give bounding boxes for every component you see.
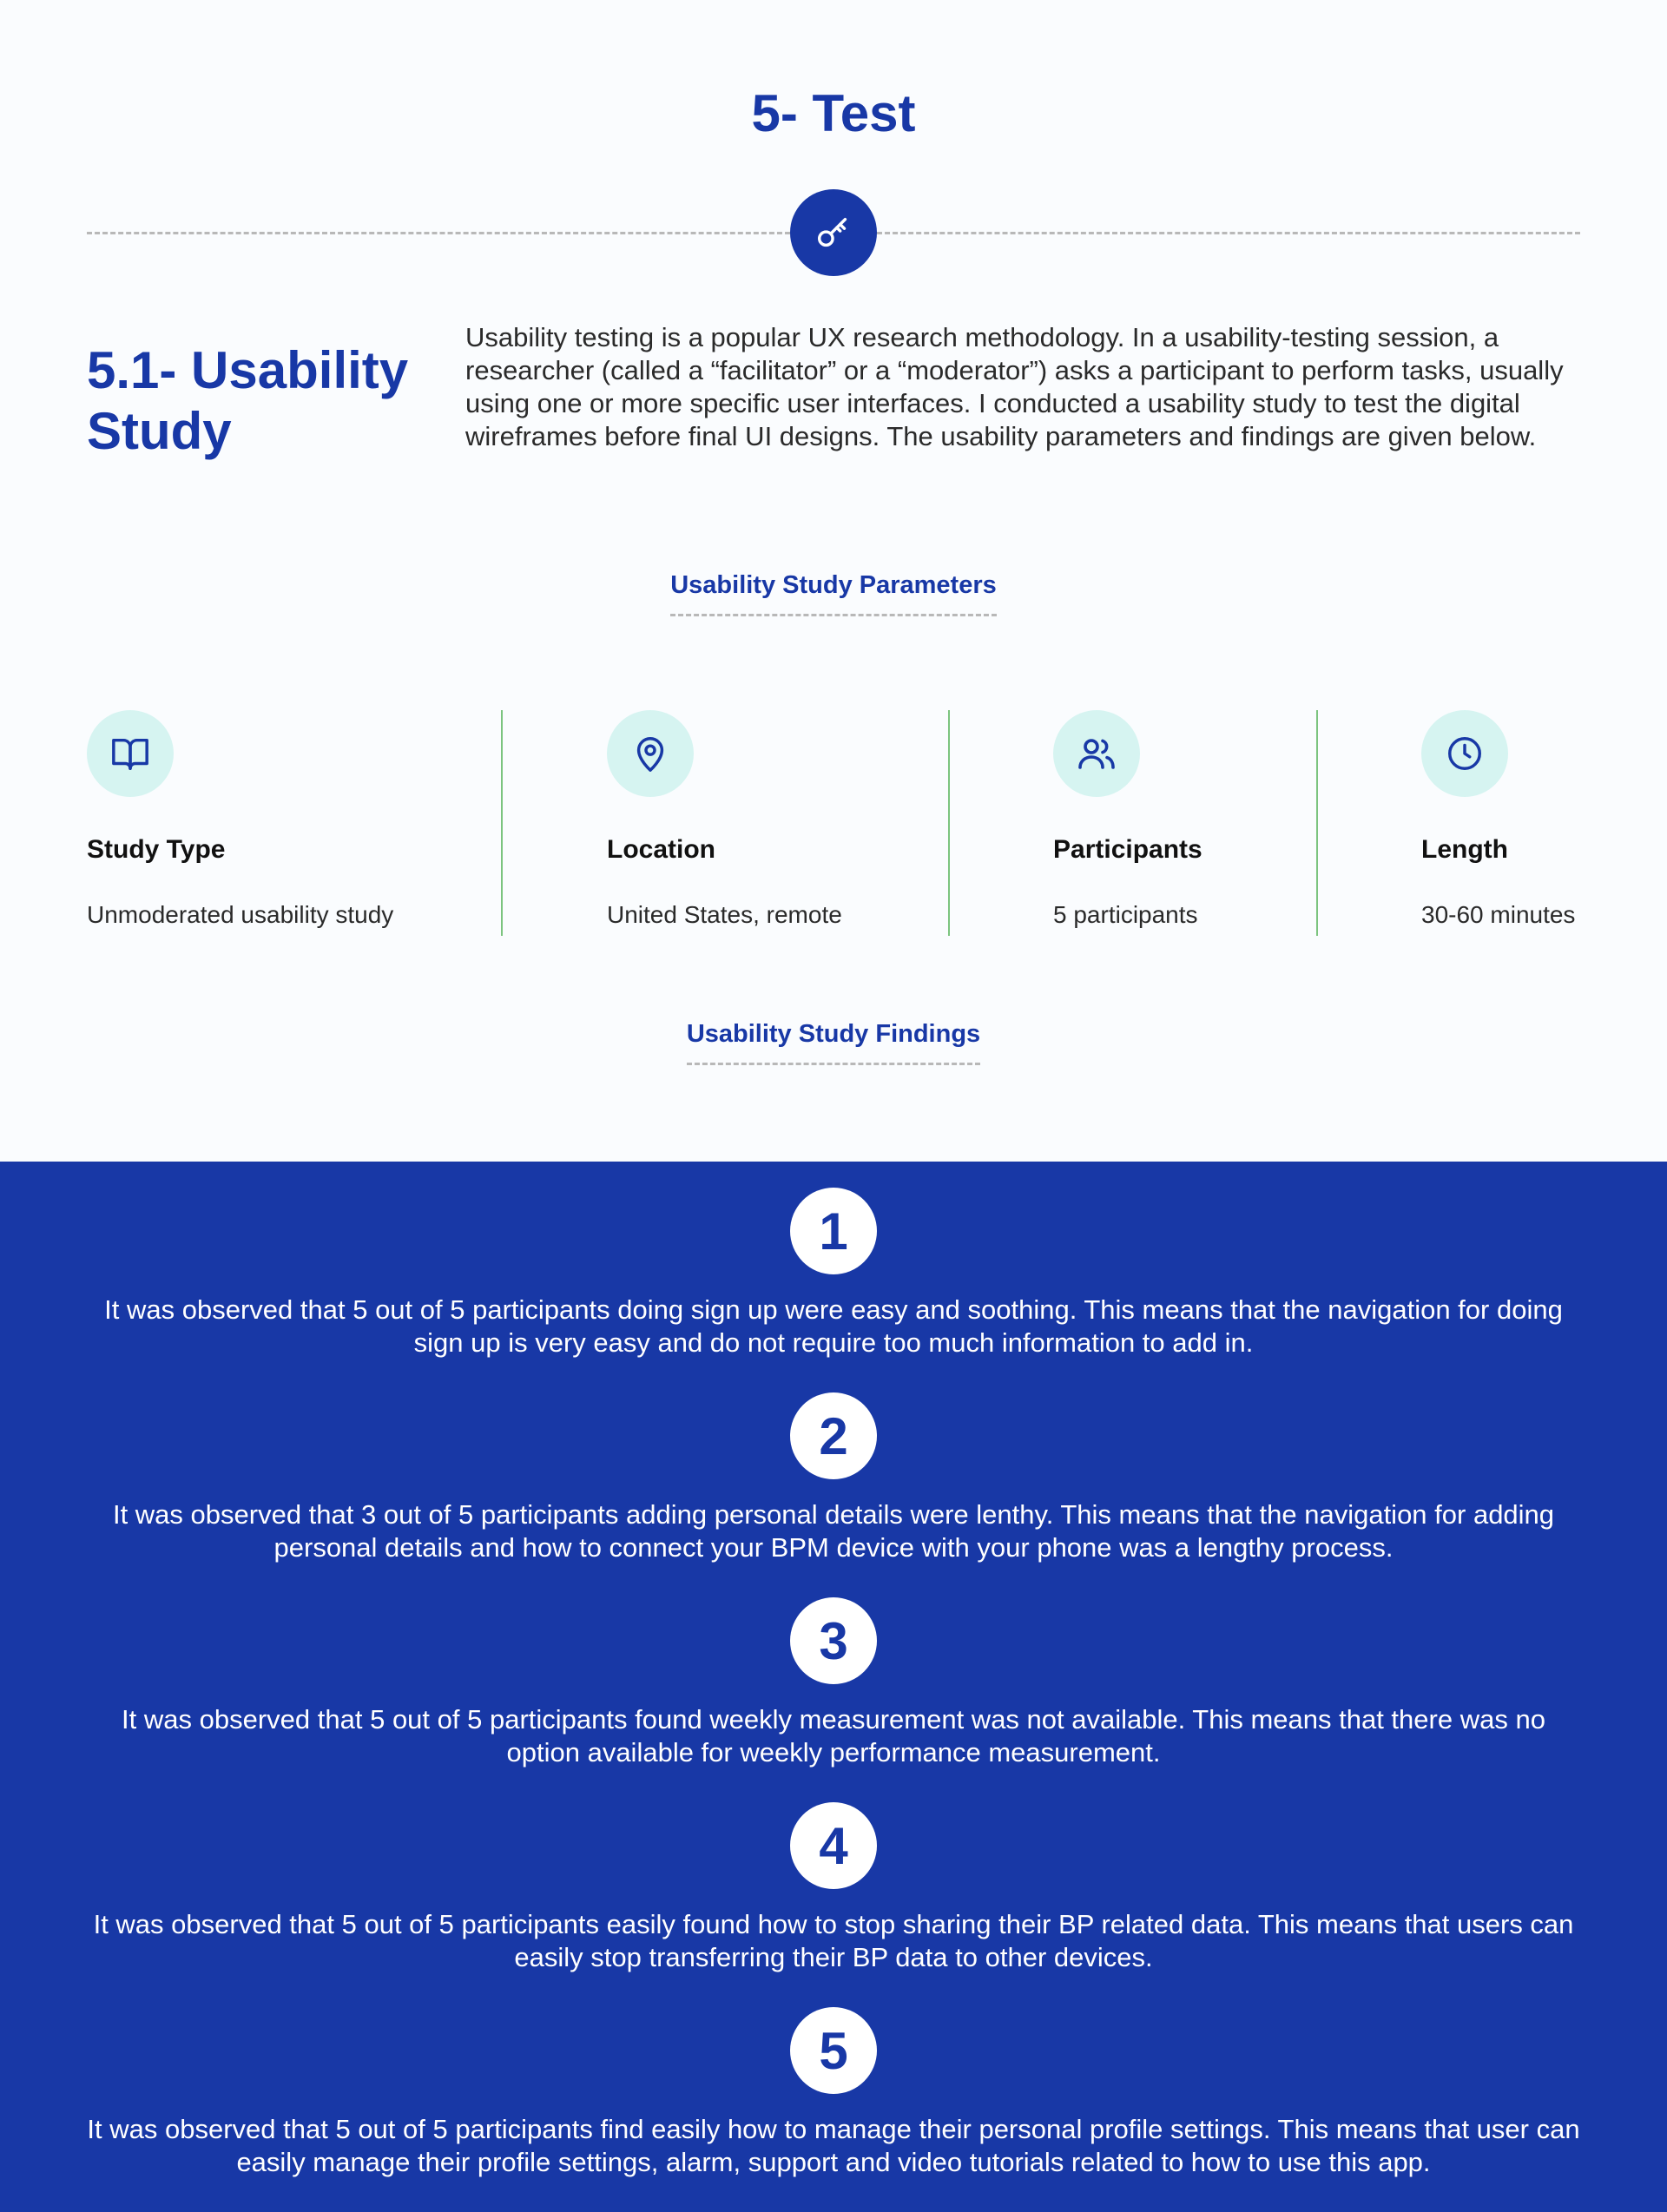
- finding-item: 3 It was observed that 5 out of 5 partic…: [0, 1597, 1667, 1769]
- param-label: Participants: [1053, 835, 1202, 864]
- param-label: Study Type: [87, 835, 226, 864]
- param-value: United States, remote: [607, 901, 842, 928]
- param-value: 30-60 minutes: [1421, 901, 1576, 928]
- parameters-heading-label: Usability Study Parameters: [670, 571, 997, 616]
- param-length: Length 30-60 minutes: [1421, 710, 1575, 929]
- findings-heading-label: Usability Study Findings: [686, 1020, 981, 1065]
- finding-number-badge: 2: [790, 1392, 877, 1479]
- parameters-row: Study Type Unmoderated usability study L…: [0, 710, 1667, 936]
- finding-item: 2 It was observed that 3 out of 5 partic…: [0, 1392, 1667, 1564]
- finding-item: 1 It was observed that 5 out of 5 partic…: [0, 1188, 1667, 1359]
- finding-number-badge: 1: [790, 1188, 877, 1274]
- finding-text: It was observed that 5 out of 5 particip…: [122, 1704, 1545, 1768]
- findings-heading: Usability Study Findings: [0, 1020, 1667, 1065]
- finding-text: It was observed that 3 out of 5 particip…: [112, 1499, 1555, 1563]
- param-study-type: Study Type Unmoderated usability study: [87, 710, 393, 929]
- section-divider: [87, 189, 1580, 276]
- finding-number-badge: 5: [790, 2007, 877, 2094]
- divider-dash-left: [87, 232, 790, 234]
- finding-text: It was observed that 5 out of 5 particip…: [104, 1294, 1563, 1358]
- section-description: Usability testing is a popular UX resear…: [465, 322, 1564, 451]
- findings-panel: 1 It was observed that 5 out of 5 partic…: [0, 1162, 1667, 2212]
- finding-text: It was observed that 5 out of 5 particip…: [93, 1909, 1574, 1972]
- param-value: Unmoderated usability study: [87, 901, 394, 928]
- location-pin-icon: [607, 710, 694, 797]
- users-icon: [1053, 710, 1140, 797]
- finding-item: 5 It was observed that 5 out of 5 partic…: [0, 2007, 1667, 2179]
- param-label: Location: [607, 835, 715, 864]
- section-title: 5.1- Usability Study: [87, 341, 409, 460]
- finding-item: 4 It was observed that 5 out of 5 partic…: [0, 1802, 1667, 1974]
- finding-text: It was observed that 5 out of 5 particip…: [87, 2114, 1580, 2177]
- page-title: 5- Test: [751, 84, 916, 142]
- divider-dash-right: [877, 232, 1580, 234]
- param-label: Length: [1421, 835, 1508, 864]
- finding-number-badge: 3: [790, 1597, 877, 1684]
- param-separator: [1316, 710, 1318, 936]
- parameters-heading: Usability Study Parameters: [0, 571, 1667, 616]
- key-icon: [790, 189, 877, 276]
- finding-number-badge: 4: [790, 1802, 877, 1889]
- param-separator: [501, 710, 503, 936]
- book-icon: [87, 710, 174, 797]
- param-location: Location United States, remote: [607, 710, 842, 929]
- param-value: 5 participants: [1053, 901, 1198, 928]
- param-participants: Participants 5 participants: [1053, 710, 1202, 929]
- clock-icon: [1421, 710, 1508, 797]
- param-separator: [948, 710, 950, 936]
